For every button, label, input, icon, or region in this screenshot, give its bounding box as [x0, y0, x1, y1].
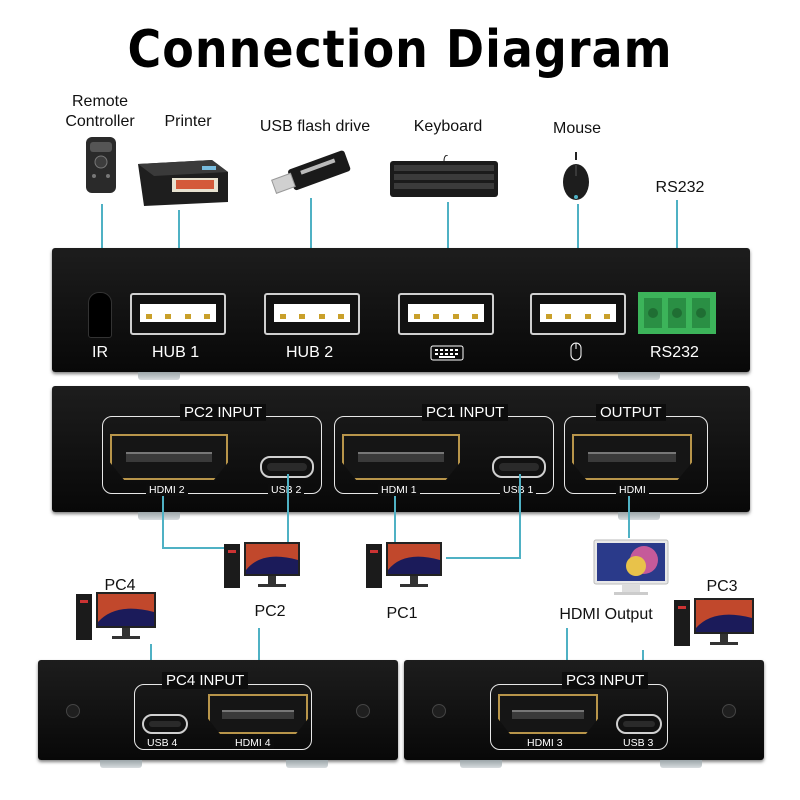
- hdmi4-port[interactable]: [208, 694, 308, 734]
- printer-icon: [138, 160, 228, 206]
- usb1-wire: [519, 474, 521, 558]
- usb2-label: USB 2: [268, 484, 305, 496]
- hub2-label: HUB 2: [286, 344, 334, 361]
- pc3-computer-icon: [674, 598, 754, 646]
- hdmi-output-monitor-icon: [593, 539, 669, 595]
- mouse-port[interactable]: [530, 293, 626, 335]
- mouse-icon: [563, 152, 589, 200]
- pc1-label: PC1: [386, 605, 418, 622]
- mouse-label: Mouse: [552, 120, 602, 137]
- hdmi2-wire: [162, 496, 164, 548]
- output-title: OUTPUT: [596, 404, 666, 421]
- pc2-label: PC2: [254, 603, 286, 620]
- usb2-wire: [287, 474, 289, 546]
- pc3-label: PC3: [706, 578, 738, 595]
- usb4-port[interactable]: [142, 714, 188, 734]
- remote-controller-label: Remote Controller: [65, 93, 135, 130]
- hub2-port[interactable]: [264, 293, 360, 335]
- rs232-label: RS232: [655, 179, 705, 196]
- device-foot: [100, 760, 142, 768]
- hdmi1-wire: [394, 496, 396, 548]
- ir-label: IR: [92, 344, 108, 361]
- flash-drive-wire: [310, 198, 312, 294]
- hdmi-output-label: HDMI Output: [559, 606, 653, 623]
- hub1-label: HUB 1: [152, 344, 200, 361]
- screw-icon: [66, 704, 80, 718]
- keyboard-port[interactable]: [398, 293, 494, 335]
- main-back-panel: PC2 INPUT HDMI 2 USB 2 PC1 INPUT HDMI 1 …: [52, 386, 750, 512]
- hub1-port[interactable]: [130, 293, 226, 335]
- keyboard-label: Keyboard: [413, 118, 483, 135]
- pc3-input-title: PC3 INPUT: [562, 672, 649, 689]
- usb3-label: USB 3: [620, 737, 657, 749]
- hdmi1-port[interactable]: [342, 434, 460, 480]
- screw-icon: [722, 704, 736, 718]
- keyboard-icon: [390, 155, 498, 197]
- hdmi-output-label: HDMI: [616, 484, 649, 496]
- screw-icon: [432, 704, 446, 718]
- pc4-computer-icon: [76, 592, 156, 640]
- hdmi-output-port[interactable]: [572, 434, 692, 480]
- rs232-wire: [676, 200, 678, 294]
- front-panel: IR HUB 1 HUB 2 RS232: [52, 248, 750, 372]
- pc3-panel: PC3 INPUT HDMI 3 USB 3: [404, 660, 764, 760]
- keyboard-port-icon: [430, 345, 464, 361]
- usb1-wire: [446, 557, 521, 559]
- hdmi4-label: HDMI 4: [232, 737, 274, 749]
- hdmi3-port[interactable]: [498, 694, 598, 734]
- device-foot: [660, 760, 702, 768]
- remote-controller-icon: [86, 137, 116, 193]
- device-foot: [460, 760, 502, 768]
- screw-icon: [356, 704, 370, 718]
- pc1-input-title: PC1 INPUT: [422, 404, 509, 421]
- pc4-panel: PC4 INPUT USB 4 HDMI 4: [38, 660, 398, 760]
- device-foot: [138, 512, 180, 520]
- hdmi2-wire: [162, 547, 224, 549]
- usb1-port[interactable]: [492, 456, 546, 478]
- pc2-input-title: PC2 INPUT: [180, 404, 267, 421]
- pc4-label: PC4: [104, 577, 136, 594]
- pc4-input-title: PC4 INPUT: [162, 672, 249, 689]
- usb-flash-drive-icon: [271, 150, 351, 194]
- hdmi1-label: HDMI 1: [378, 484, 420, 496]
- mouse-port-icon: [570, 342, 582, 361]
- device-foot: [138, 372, 180, 380]
- page-title: Connection Diagram: [127, 18, 673, 80]
- device-foot: [618, 512, 660, 520]
- hdmi2-port[interactable]: [110, 434, 228, 480]
- usb-flash-drive-label: USB flash drive: [259, 118, 371, 135]
- ir-sensor: [88, 292, 112, 338]
- printer-label: Printer: [164, 113, 212, 130]
- rs232-port-label: RS232: [650, 344, 699, 361]
- pc2-computer-icon: [224, 542, 300, 588]
- usb1-label: USB 1: [500, 484, 537, 496]
- hdmi-output-wire: [628, 496, 630, 538]
- device-foot: [618, 372, 660, 380]
- hdmi2-label: HDMI 2: [146, 484, 188, 496]
- hdmi3-label: HDMI 3: [524, 737, 566, 749]
- usb3-port[interactable]: [616, 714, 662, 734]
- rs232-terminal[interactable]: [638, 292, 716, 334]
- pc1-computer-icon: [366, 542, 442, 588]
- device-foot: [286, 760, 328, 768]
- usb4-label: USB 4: [144, 737, 181, 749]
